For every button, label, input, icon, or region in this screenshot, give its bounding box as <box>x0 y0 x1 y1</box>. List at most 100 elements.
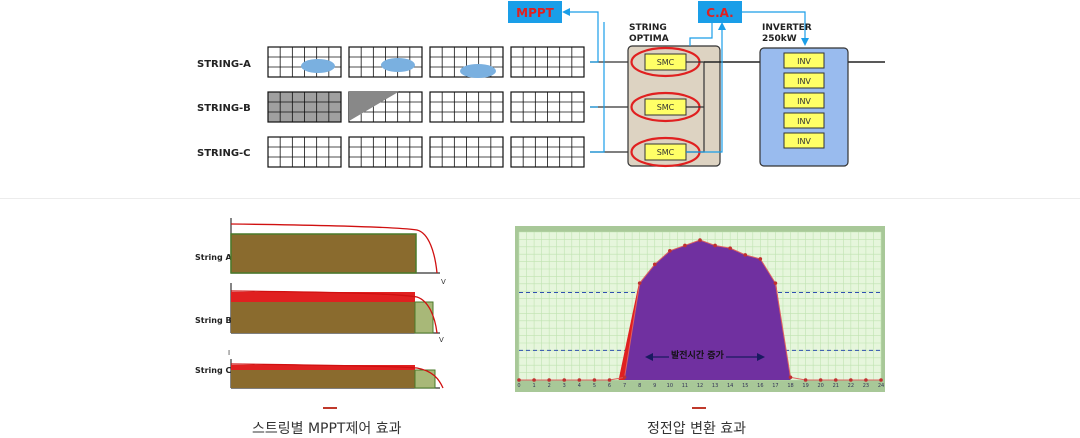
data-point <box>698 238 702 242</box>
x-tick-label: 7 <box>623 383 626 389</box>
x-tick-label: 3 <box>563 383 566 389</box>
data-point <box>879 378 883 382</box>
inv-unit: INV <box>783 72 825 89</box>
inv-unit: INV <box>783 112 825 129</box>
x-tick-label: 17 <box>772 383 778 389</box>
data-point <box>562 378 567 382</box>
x-tick-label: 5 <box>593 383 596 389</box>
cloud-shade <box>301 59 335 73</box>
data-point <box>864 378 868 382</box>
x-tick-label: 2 <box>548 383 551 389</box>
section-divider <box>0 198 1080 199</box>
arrow-head <box>801 38 809 46</box>
x-tick-label: 6 <box>608 383 611 389</box>
data-point <box>773 281 778 285</box>
axis-i-label: I <box>228 349 230 357</box>
svg-text:SMC: SMC <box>657 103 675 112</box>
solar-panel <box>267 136 342 168</box>
svg-text:INV: INV <box>797 57 811 66</box>
x-tick-label: 20 <box>817 383 823 389</box>
x-tick-label: 9 <box>653 383 656 389</box>
data-point <box>818 378 823 382</box>
arrow-head <box>718 22 726 30</box>
inv-unit: INV <box>783 132 825 149</box>
data-point <box>668 249 672 253</box>
mppt-feedback-lines <box>565 11 605 153</box>
x-tick-label: 8 <box>638 383 641 389</box>
x-tick-label: 10 <box>667 383 673 389</box>
panel-shadow <box>349 91 400 121</box>
data-point <box>607 378 612 382</box>
ca-label: C.A. <box>706 6 733 20</box>
chart-points <box>517 238 883 382</box>
x-tick-label: 0 <box>517 383 520 389</box>
iv-curve-panels: String A V String B V I String C <box>195 218 446 389</box>
svg-text:SMC: SMC <box>657 148 675 157</box>
system-diagram: STRING-A STRING-B STRING-C STRING OPTIMA… <box>197 1 885 168</box>
string-c-label: STRING-C <box>197 148 251 159</box>
iv-panel-label: String B <box>195 316 232 325</box>
mppt-badge <box>508 1 562 23</box>
chart-annotation: 발전시간 증가 <box>645 349 765 363</box>
mppt-label: MPPT <box>516 6 555 20</box>
x-tick-label: 19 <box>802 383 808 389</box>
x-tick-label: 22 <box>848 383 854 389</box>
x-tick-label: 13 <box>712 383 718 389</box>
data-point <box>849 378 853 382</box>
annotation-text: 발전시간 증가 <box>669 349 726 363</box>
solar-panel <box>510 91 585 123</box>
x-tick-label: 16 <box>757 383 763 389</box>
smc-unit: SMC <box>630 91 701 123</box>
caption-accent <box>323 407 337 409</box>
data-point <box>713 243 717 248</box>
cloud-shade <box>381 58 415 72</box>
data-point <box>592 378 597 382</box>
svg-text:INV: INV <box>797 97 811 106</box>
axis-v-label: V <box>439 336 444 344</box>
x-tick-label: 12 <box>697 383 703 389</box>
cloud-shade <box>460 64 496 78</box>
axis-v-label: V <box>441 278 446 286</box>
data-point <box>728 246 732 250</box>
solar-panel <box>510 46 585 78</box>
solar-panel <box>429 136 504 168</box>
svg-text:SMC: SMC <box>657 58 675 67</box>
x-tick-label: 24 <box>878 383 884 389</box>
data-point <box>517 378 521 382</box>
iv-panel-label: String C <box>195 366 231 375</box>
iv-panel-c: I String C <box>195 349 444 389</box>
data-point <box>803 378 808 382</box>
data-point <box>683 243 687 248</box>
caption-right: 정전압 변환 효과 <box>647 421 747 437</box>
data-point <box>622 375 627 380</box>
x-tick-label: 14 <box>727 383 733 389</box>
data-point <box>547 378 551 382</box>
svg-text:INV: INV <box>797 137 811 146</box>
data-point <box>758 257 763 261</box>
caption-left: 스트링별 MPPT제어 효과 <box>252 421 402 437</box>
inv-unit: INV <box>783 52 825 69</box>
solar-panel <box>510 136 585 168</box>
x-tick-label: 18 <box>787 383 793 389</box>
inverter-label-1: INVERTER <box>762 23 812 33</box>
data-point <box>532 378 536 382</box>
caption-accent <box>692 407 706 409</box>
iv-panel-label: String A <box>195 253 232 262</box>
x-tick-label: 11 <box>682 383 688 389</box>
voltage-area <box>624 240 791 380</box>
data-point <box>577 378 582 382</box>
inverter-units: INV INV INV INV INV <box>783 52 825 149</box>
data-point <box>833 378 838 382</box>
solar-panel <box>348 136 423 168</box>
inverter-label-2: 250kW <box>762 34 797 44</box>
iv-panel-a: String A V <box>195 218 446 286</box>
x-tick-label: 15 <box>742 383 748 389</box>
ca-badge <box>698 1 742 23</box>
x-tick-label: 21 <box>833 383 839 389</box>
x-tick-label: 1 <box>532 383 535 389</box>
svg-text:INV: INV <box>797 117 811 126</box>
svg-text:INV: INV <box>797 77 811 86</box>
solar-panel <box>267 91 342 123</box>
optima-label-2: OPTIMA <box>629 34 669 44</box>
